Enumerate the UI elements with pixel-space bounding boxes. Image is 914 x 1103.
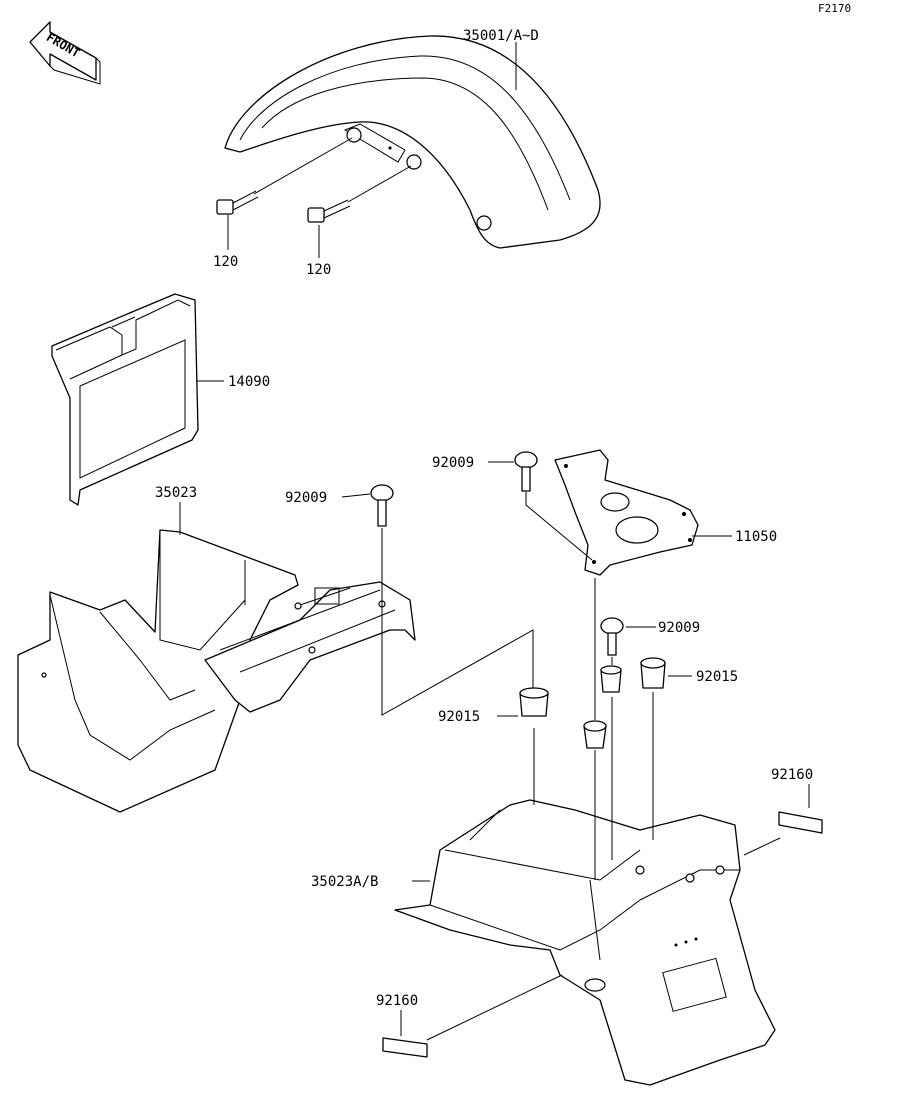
label-rear-fender: 35001/A~D bbox=[463, 28, 539, 44]
battery-cover-part bbox=[51, 293, 199, 506]
front-arrow-icon: FRONT bbox=[29, 21, 101, 85]
inner-fender-part bbox=[17, 529, 299, 813]
label-inner-fender: 35023 bbox=[155, 485, 197, 501]
rear-flap-part bbox=[394, 799, 776, 1086]
label-bolt-92009-c: 92009 bbox=[658, 620, 700, 636]
bolt-92009-c-part bbox=[600, 617, 624, 656]
bracket-part bbox=[554, 449, 699, 576]
bolt-92009-a-part bbox=[370, 484, 394, 527]
reflector-92160-a-part bbox=[778, 811, 823, 834]
reflector-92160-b-part bbox=[382, 1037, 428, 1058]
label-bolt-92009-a: 92009 bbox=[285, 490, 327, 506]
bolt-120-left-part bbox=[216, 190, 259, 215]
label-bolt-120-right: 120 bbox=[306, 262, 331, 278]
grommet-small-a-part bbox=[600, 665, 622, 693]
label-grommet-92015-a: 92015 bbox=[438, 709, 480, 725]
subframe-part bbox=[204, 581, 416, 713]
label-reflector-b: 92160 bbox=[376, 993, 418, 1009]
label-bolt-92009-b: 92009 bbox=[432, 455, 474, 471]
rear-fender-part bbox=[224, 35, 601, 249]
label-bolt-120-left: 120 bbox=[213, 254, 238, 270]
label-battery-cover: 14090 bbox=[228, 374, 270, 390]
figure-code: F2170 bbox=[818, 2, 851, 15]
label-bracket: 11050 bbox=[735, 529, 777, 545]
bolt-120-right-part bbox=[307, 199, 351, 223]
bolt-92009-b-part bbox=[514, 451, 538, 492]
label-rear-flap: 35023A/B bbox=[311, 874, 378, 890]
label-reflector-a: 92160 bbox=[771, 767, 813, 783]
grommet-92015-b-part bbox=[640, 657, 666, 689]
grommet-small-b-part bbox=[583, 720, 607, 749]
grommet-92015-a-part bbox=[519, 687, 549, 717]
label-grommet-92015-b: 92015 bbox=[696, 669, 738, 685]
